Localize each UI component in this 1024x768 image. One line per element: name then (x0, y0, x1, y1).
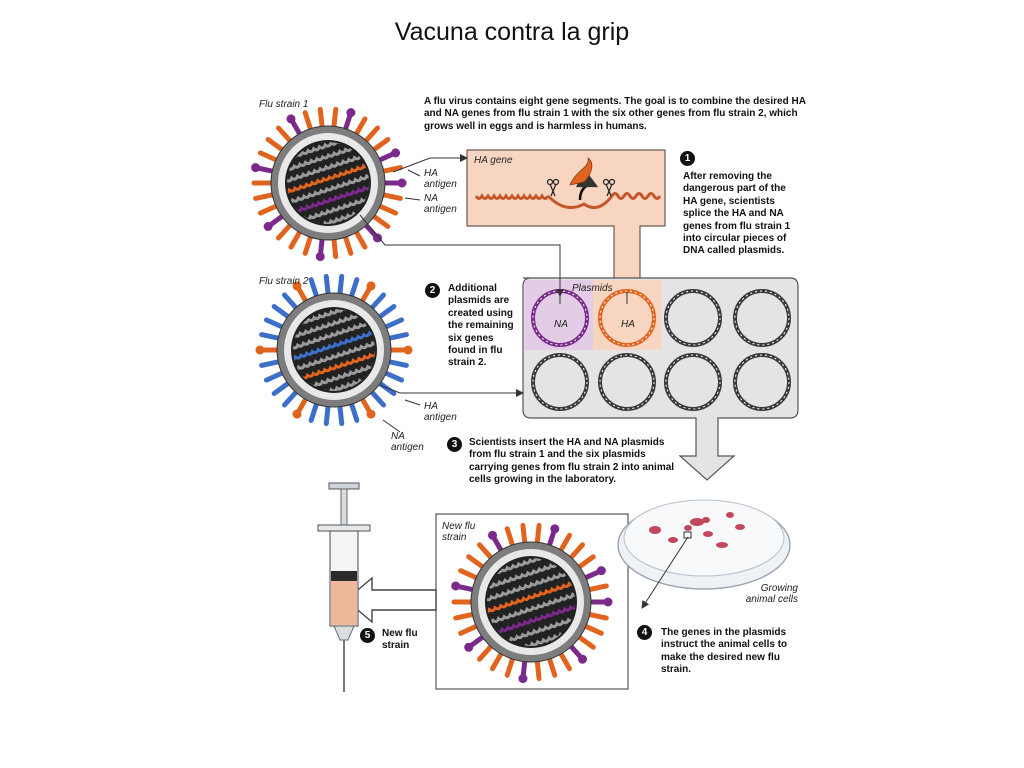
flu-strain-1-virus (251, 106, 407, 262)
ha-gene-strand (474, 192, 662, 210)
growing-cells-label: Growing animal cells (745, 583, 798, 605)
slide-title: Vacuna contra la grip (394, 18, 630, 46)
step-1-badge: 1 (680, 151, 695, 166)
flu-strain-2-virus (255, 273, 413, 427)
strain2-na-pointer (382, 419, 401, 433)
ha-gene-label: HA gene (474, 155, 513, 166)
step-4-badge: 4 (637, 625, 652, 640)
plasmids-label: Plasmids (572, 283, 613, 294)
removal-arrow (575, 169, 599, 201)
step-3-text: Scientists insert the HA and NA plasmids… (469, 437, 675, 486)
new-flu-strain-virus (451, 522, 613, 684)
flu-strain-2-label: Flu strain 2 (259, 276, 309, 287)
strain2-ha-antigen-label: HA antigen (424, 401, 457, 423)
strain1-to-hagene-line (392, 154, 468, 173)
petri-dish (617, 499, 791, 590)
to-syringe-arrow (344, 576, 437, 624)
new-flu-strain-box-label: New flu strain (442, 521, 476, 543)
step-1-text: After removing the dangerous part of the… (683, 171, 791, 257)
ha-gene-box (466, 149, 666, 297)
plasmid-grid (531, 289, 791, 411)
plasmid-na-label: NA (554, 319, 568, 330)
step-2-badge: 2 (425, 283, 440, 298)
scissors-icon-left (546, 178, 560, 197)
step-3-badge: 3 (447, 437, 462, 452)
strain2-ha-pointer (404, 399, 421, 406)
animal-cells (649, 512, 745, 548)
strain1-ha-antigen-label: HA antigen (424, 168, 457, 190)
plasmid-ha-label: HA (621, 319, 635, 330)
syringe-icon (317, 482, 371, 692)
step-4-text: The genes in the plasmids instruct the a… (661, 627, 788, 676)
removed-gene-fragment (569, 157, 593, 186)
flu-strain-1-label: Flu strain 1 (259, 99, 309, 110)
dish-to-new-strain-line (641, 536, 689, 609)
step-5-badge: 5 (360, 628, 375, 643)
strain2-na-antigen-label: NA antigen (391, 431, 424, 453)
strain2-to-plasmids-line (379, 384, 524, 397)
strain1-na-antigen-label: NA antigen (424, 193, 457, 215)
strain1-na-pointer (404, 197, 421, 201)
step-5-text: New flu strain (382, 628, 418, 652)
strain1-ha-pointer (407, 169, 421, 177)
strain1-to-na-plasmid-line (359, 214, 564, 297)
scissors-icon-right (602, 178, 616, 197)
step-2-text: Additional plasmids are created using th… (448, 283, 514, 369)
intro-text: A flu virus contains eight gene segments… (424, 96, 806, 132)
